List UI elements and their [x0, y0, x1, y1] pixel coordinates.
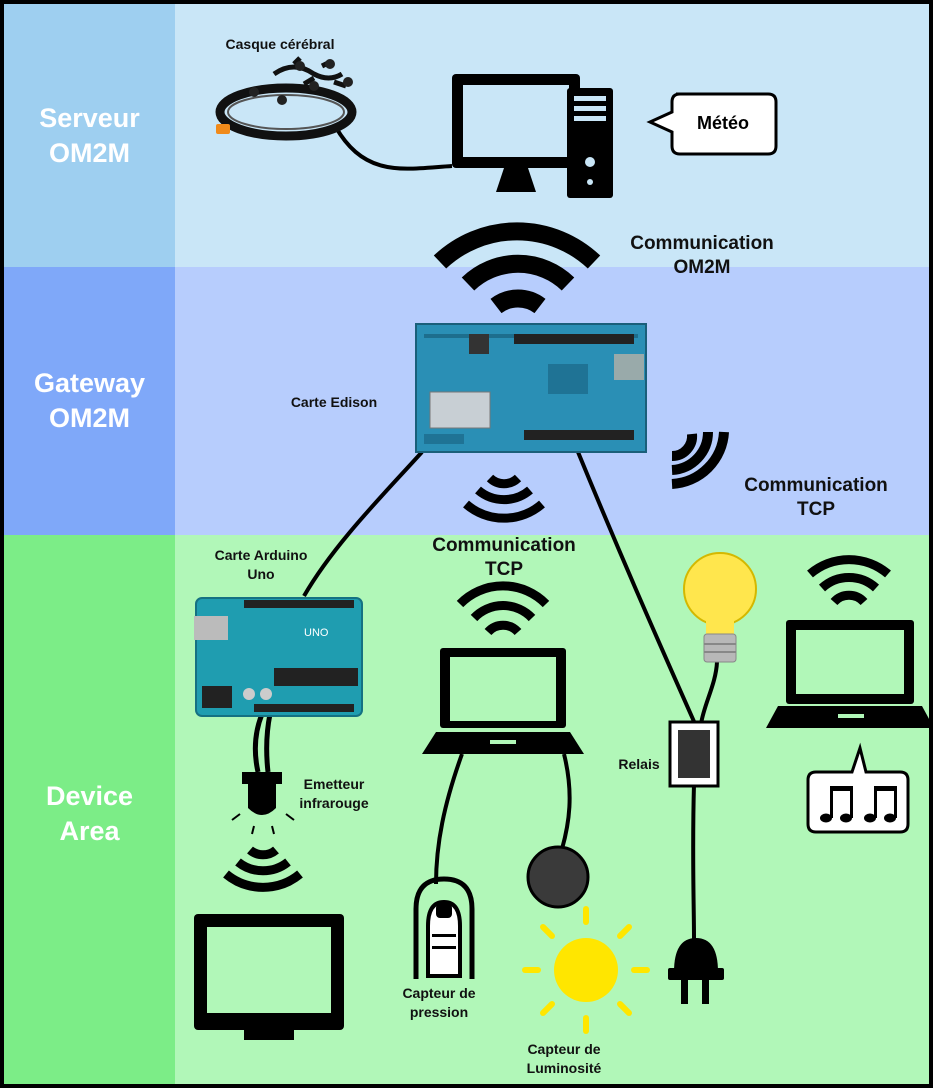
server-zone-line1: Serveur [39, 102, 140, 133]
comm-om2m-line2: OM2M [673, 257, 731, 278]
tcp-right-waves-icon [671, 431, 729, 489]
headset-cable [332, 123, 453, 171]
relay-plug-cable [691, 783, 696, 940]
arduino-line1: Carte Arduino [214, 547, 308, 563]
server-zone-line2: OM2M [48, 137, 130, 168]
comm-tcp-center-line1: Communication [432, 535, 576, 556]
arduino-label: Carte Arduino Uno [186, 546, 336, 584]
television-icon [194, 914, 344, 1040]
pression-line2: pression [409, 1004, 469, 1020]
tcp-center-waves-icon [463, 474, 545, 523]
arduino-line2: Uno [247, 566, 275, 582]
comm-tcp-right-line1: Communication [744, 475, 888, 496]
comm-om2m-label: Communication OM2M [602, 232, 802, 280]
edison-board-icon [415, 323, 647, 453]
comm-tcp-right-line2: TCP [797, 499, 835, 520]
ir-emitter-icon [231, 772, 295, 835]
sun-icon [522, 906, 650, 1034]
meteo-label: Météo [696, 112, 749, 133]
pression-line1: Capteur de [402, 985, 476, 1001]
ir-waves-icon [223, 846, 303, 892]
gateway-zone-label: Gateway OM2M [4, 267, 175, 535]
device-zone-label: Device Area [4, 535, 175, 1084]
luminosite-line2: Luminosité [526, 1060, 602, 1076]
wifi-waves-icon [433, 222, 601, 314]
device-zone-line2: Area [59, 815, 120, 846]
music-notes-icon [806, 742, 910, 834]
speech-bubble-icon [646, 92, 778, 156]
laptop-wifi-icon [456, 581, 550, 636]
arduino-ir-cable [252, 713, 273, 773]
comm-om2m-line1: Communication [630, 233, 774, 254]
pressure-sensor-icon [413, 876, 475, 979]
edison-relay-cable [576, 451, 698, 727]
laptop-lightsensor-cable [560, 753, 572, 850]
edison-arduino-cable [302, 450, 424, 597]
carte-edison-label: Carte Edison [290, 394, 378, 410]
emetteur-line1: Emetteur [303, 776, 365, 792]
luminosite-label: Capteur de Luminosité [504, 1040, 624, 1078]
svg-text:UNO: UNO [304, 627, 329, 639]
eeg-headset-icon [215, 56, 357, 141]
comm-tcp-center-label: Communication TCP [404, 534, 604, 582]
relay-icon [668, 720, 720, 788]
power-plug-icon [668, 938, 724, 1004]
server-zone-label: Serveur OM2M [4, 4, 175, 267]
desktop-computer-icon [452, 74, 613, 198]
luminosite-line1: Capteur de [527, 1041, 601, 1057]
cables [302, 123, 719, 940]
light-bulb-icon [683, 552, 757, 663]
comm-tcp-right-label: Communication TCP [716, 474, 916, 522]
relais-label: Relais [618, 756, 660, 772]
light-sensor-icon [526, 845, 590, 909]
gateway-zone-line1: Gateway [33, 368, 146, 398]
comm-tcp-center-line2: TCP [485, 559, 523, 580]
gateway-zone-line2: OM2M [49, 403, 130, 433]
arduino-board-icon: UNO [194, 597, 363, 717]
diagram-artwork: UNO [194, 56, 929, 1040]
laptop-icon [422, 648, 584, 754]
emetteur-line2: infrarouge [299, 795, 369, 811]
casque-label: Casque cérébral [225, 36, 335, 52]
device-zone-line1: Device [45, 780, 134, 811]
bulb-relay-cable [699, 661, 719, 725]
laptop-pressure-cable [434, 753, 464, 885]
right-laptop-wifi-icon [807, 555, 891, 606]
pression-label: Capteur de pression [384, 984, 494, 1022]
emetteur-label: Emetteur infrarouge [284, 775, 384, 813]
right-laptop-icon [766, 620, 929, 728]
